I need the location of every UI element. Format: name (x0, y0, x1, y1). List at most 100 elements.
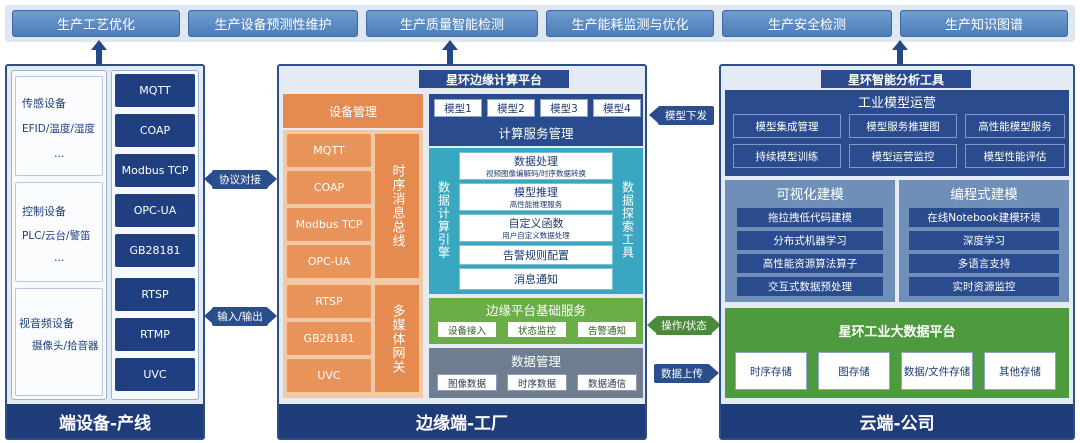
cloud-footer: 云端-公司 (721, 404, 1073, 438)
code-notebook[interactable]: 在线Notebook建模环境 (909, 208, 1059, 227)
protocol-gb28181[interactable]: GB28181 (115, 234, 195, 267)
protocol-modbus[interactable]: Modbus TCP (115, 154, 195, 187)
code-multilang[interactable]: 多语言支持 (909, 254, 1059, 273)
model-down-arrow (649, 107, 658, 123)
service-message-notify[interactable]: 消息通知 (459, 268, 613, 290)
arrow-right-up (897, 46, 903, 66)
edge-base-services-title: 边缘平台基础服务 (485, 302, 586, 318)
service-custom-function-sub: 用户自定义数据处理 (502, 231, 570, 240)
av-title: 视音频设备 (19, 317, 74, 330)
arrow-left-up-head (91, 40, 107, 50)
service-custom-function[interactable]: 自定义函数 用户自定义数据处理 (459, 214, 613, 242)
edge-protocol-rtsp[interactable]: RTSP (287, 285, 371, 318)
model-4[interactable]: 模型4 (593, 99, 641, 117)
timeseries-bus: 时序消息总线 (375, 134, 419, 278)
device-management: 设备管理 (283, 94, 423, 128)
protocol-uvc[interactable]: UVC (115, 358, 195, 391)
ops-continuous-training[interactable]: 持续模型训练 (733, 144, 841, 168)
protocol-arrow-left (204, 171, 213, 187)
model-ops-title: 工业模型运营 (857, 95, 936, 111)
protocol-mqtt[interactable]: MQTT (115, 74, 195, 107)
service-data-processing-sub: 视频图像编解码/时序数据转换 (485, 169, 587, 178)
model-1[interactable]: 模型1 (434, 99, 482, 117)
cloud-tools-title: 星环智能分析工具 (821, 70, 971, 88)
control-detail: PLC/云台/警笛 (22, 230, 91, 242)
sensor-detail: EFID/温度/湿度 (22, 123, 95, 135)
compute-service-title: 计算服务管理 (498, 125, 574, 141)
storage-timeseries[interactable]: 时序存储 (735, 352, 807, 390)
base-device-access[interactable]: 设备接入 (437, 321, 497, 338)
app-safety-inspection[interactable]: 生产安全检测 (722, 10, 892, 37)
storage-data-file[interactable]: 数据/文件存储 (901, 352, 973, 390)
visual-lowcode[interactable]: 拖拉拽低代码建模 (737, 208, 883, 227)
service-data-processing[interactable]: 数据处理 视频图像编解码/时序数据转换 (459, 152, 613, 180)
model-down-label: 模型下发 (658, 106, 714, 125)
visual-distributed-ml[interactable]: 分布式机器学习 (737, 231, 883, 250)
model-3[interactable]: 模型3 (540, 99, 588, 117)
device-line-footer: 端设备-产线 (7, 404, 203, 438)
storage-other[interactable]: 其他存储 (984, 352, 1056, 390)
sensor-more: ... (54, 147, 65, 160)
base-status-monitor[interactable]: 状态监控 (507, 321, 567, 338)
ops-model-monitor[interactable]: 模型运营监控 (849, 144, 957, 168)
edge-data-management-title: 数据管理 (510, 353, 561, 369)
edge-protocol-modbus[interactable]: Modbus TCP (287, 208, 371, 241)
control-more: ... (54, 251, 65, 264)
visual-modeling-title: 可视化建模 (776, 187, 844, 203)
data-explore-tool: 数据探索工具 (620, 181, 635, 259)
data-upload-label: 数据上传 (654, 364, 710, 383)
data-upload-arrow (710, 365, 719, 381)
edge-footer: 边缘端-工厂 (279, 404, 645, 438)
arrow-right-up-head (892, 40, 908, 50)
av-detail: 摄像头/拾音器 (32, 340, 99, 352)
service-alert-rules[interactable]: 告警规则配置 (459, 245, 613, 265)
code-deep-learning[interactable]: 深度学习 (909, 231, 1059, 250)
protocol-opcua[interactable]: OPC-UA (115, 194, 195, 227)
app-quality-inspection[interactable]: 生产质量智能检测 (366, 10, 538, 37)
protocol-rtmp[interactable]: RTMP (115, 318, 195, 351)
code-modeling-title: 编程式建模 (950, 187, 1018, 203)
multimedia-gateway: 多媒体网关 (375, 285, 419, 392)
visual-hp-operators[interactable]: 高性能资源算法算子 (737, 254, 883, 273)
sensor-title: 传感设备 (22, 97, 66, 110)
ops-model-integration[interactable]: 模型集成管理 (733, 114, 841, 138)
app-energy-monitoring[interactable]: 生产能耗监测与优化 (546, 10, 714, 37)
control-title: 控制设备 (22, 205, 66, 218)
io-arrow-left (204, 308, 213, 324)
edge-protocol-uvc[interactable]: UVC (287, 359, 371, 392)
edge-protocol-coap[interactable]: COAP (287, 171, 371, 204)
protocol-docking-label: 协议对接 (212, 170, 268, 189)
service-data-processing-title: 数据处理 (514, 154, 558, 168)
service-model-inference[interactable]: 模型推理 高性能推理服务 (459, 183, 613, 211)
model-2[interactable]: 模型2 (487, 99, 535, 117)
ops-performance-eval[interactable]: 模型性能评估 (965, 144, 1065, 168)
data-timeseries[interactable]: 时序数据 (507, 374, 567, 391)
ops-inference-graph[interactable]: 模型服务推理图 (849, 114, 957, 138)
edge-protocol-opcua[interactable]: OPC-UA (287, 245, 371, 278)
edge-platform-title: 星环边缘计算平台 (419, 70, 569, 88)
data-image[interactable]: 图像数据 (437, 374, 497, 391)
app-process-optimization[interactable]: 生产工艺优化 (12, 10, 180, 37)
op-status-label: 操作/状态 (656, 316, 712, 335)
edge-protocol-gb28181[interactable]: GB28181 (287, 322, 371, 355)
arrow-mid-up-head (442, 40, 458, 50)
av-group: 视音频设备 摄像头/拾音器 (15, 288, 103, 396)
code-resource-monitor[interactable]: 实时资源监控 (909, 277, 1059, 296)
app-predictive-maintenance[interactable]: 生产设备预测性维护 (188, 10, 358, 37)
data-communication[interactable]: 数据通信 (577, 374, 637, 391)
app-knowledge-graph[interactable]: 生产知识图谱 (900, 10, 1068, 37)
storage-graph[interactable]: 图存储 (818, 352, 890, 390)
device-line-panel: 传感设备 EFID/温度/湿度 ... 控制设备 PLC/云台/警笛 ... 视… (5, 64, 205, 440)
edge-panel: 星环边缘计算平台 设备管理 MQTT COAP Modbus TCP OPC-U… (277, 64, 647, 440)
edge-protocol-mqtt[interactable]: MQTT (287, 134, 371, 167)
base-alert-notify[interactable]: 告警通知 (577, 321, 637, 338)
protocol-rtsp[interactable]: RTSP (115, 278, 195, 311)
data-compute-engine: 数据计算引擎 (436, 181, 451, 259)
ops-hp-model-service[interactable]: 高性能模型服务 (965, 114, 1065, 138)
protocol-coap[interactable]: COAP (115, 114, 195, 147)
op-status-arrow-left (647, 317, 656, 333)
io-label: 输入/输出 (212, 307, 268, 326)
visual-interactive-prep[interactable]: 交互式数据预处理 (737, 277, 883, 296)
service-model-inference-title: 模型推理 (514, 185, 558, 199)
service-custom-function-title: 自定义函数 (508, 216, 564, 230)
